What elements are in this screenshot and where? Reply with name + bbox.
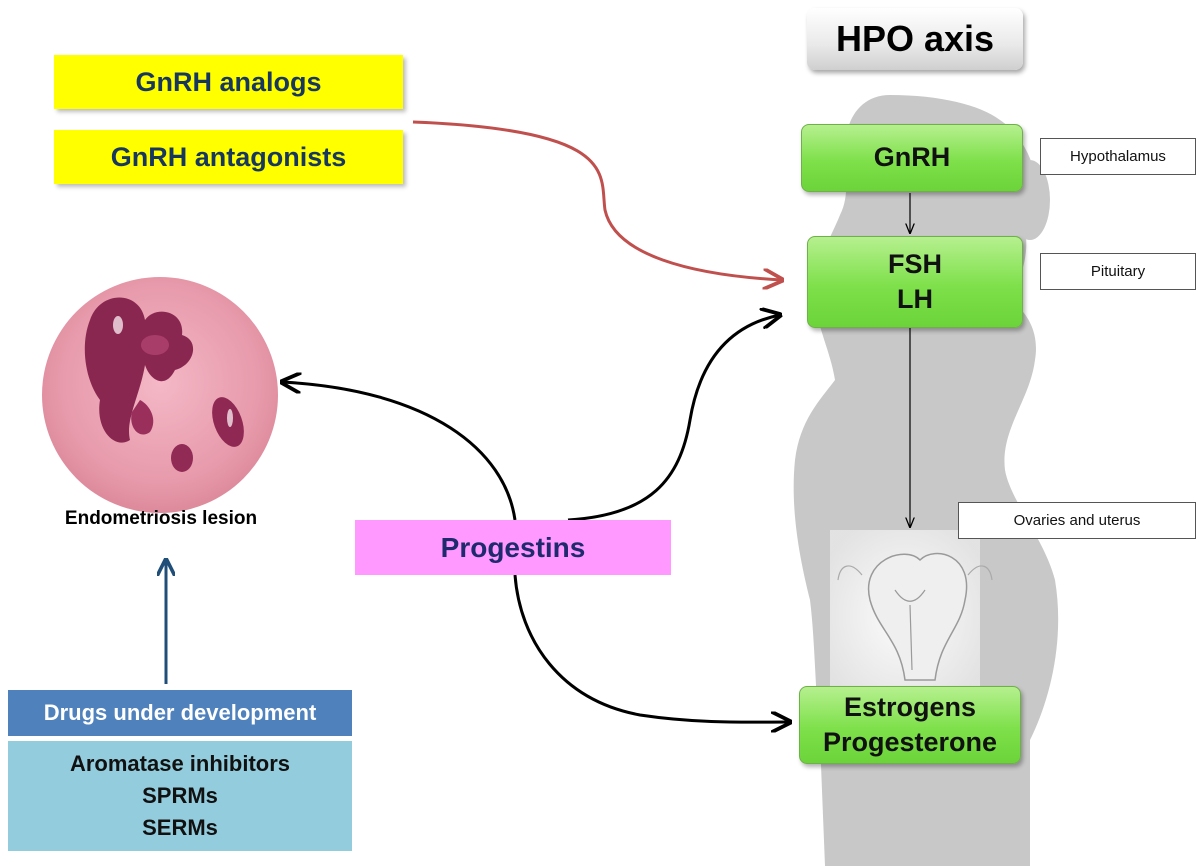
ovarian-hormones-box: Estrogens Progesterone [799,686,1021,764]
hypothalamus-label: Hypothalamus [1070,148,1166,165]
progesterone-label: Progesterone [822,727,998,757]
ovaries-uterus-label-box: Ovaries and uterus [958,502,1196,539]
progestins-to-lesion-arrow [282,382,517,521]
estrogens-label: Estrogens [843,691,977,722]
fsh-label: FSH [888,248,942,279]
title-text: HPO axis [835,18,995,59]
gnrh-analogs-label: GnRH analogs [135,66,322,97]
hypothalamus-label-box: Hypothalamus [1040,138,1196,175]
gnrh-hormone-label: GnRH [873,142,951,173]
lesion-caption: Endometriosis lesion [30,505,292,533]
development-item: SPRMs [142,783,218,809]
development-header: Drugs under development [8,690,352,736]
progestins-box: Progestins [355,520,671,575]
development-list: Aromatase inhibitors SPRMs SERMs [8,741,352,851]
lesion-image [42,277,278,513]
pituitary-hormones-box: FSH LH [807,236,1023,328]
progestins-to-pituitary-arrow [567,315,780,522]
lh-label: LH [897,284,933,314]
gnrh-antagonists-box: GnRH antagonists [54,130,403,184]
gnrh-analogs-box: GnRH analogs [54,55,403,109]
pituitary-label-box: Pituitary [1040,253,1196,290]
gnrh-hormone-box: GnRH [801,124,1023,192]
development-item: SERMs [142,814,218,840]
gnrh-drugs-arrow [412,120,782,280]
ovaries-uterus-label: Ovaries and uterus [1013,512,1141,529]
development-header-text: Drugs under development [43,700,317,725]
progestins-to-ovarian-hormones-arrow [513,574,790,722]
development-item: Aromatase inhibitors [69,751,291,777]
page-title: HPO axis [807,8,1023,70]
gnrh-antagonists-label: GnRH antagonists [110,141,347,172]
progestins-label: Progestins [440,531,586,563]
uterus-illustration [830,530,993,700]
lesion-caption-text: Endometriosis lesion [64,508,258,529]
pituitary-label: Pituitary [1090,263,1146,280]
